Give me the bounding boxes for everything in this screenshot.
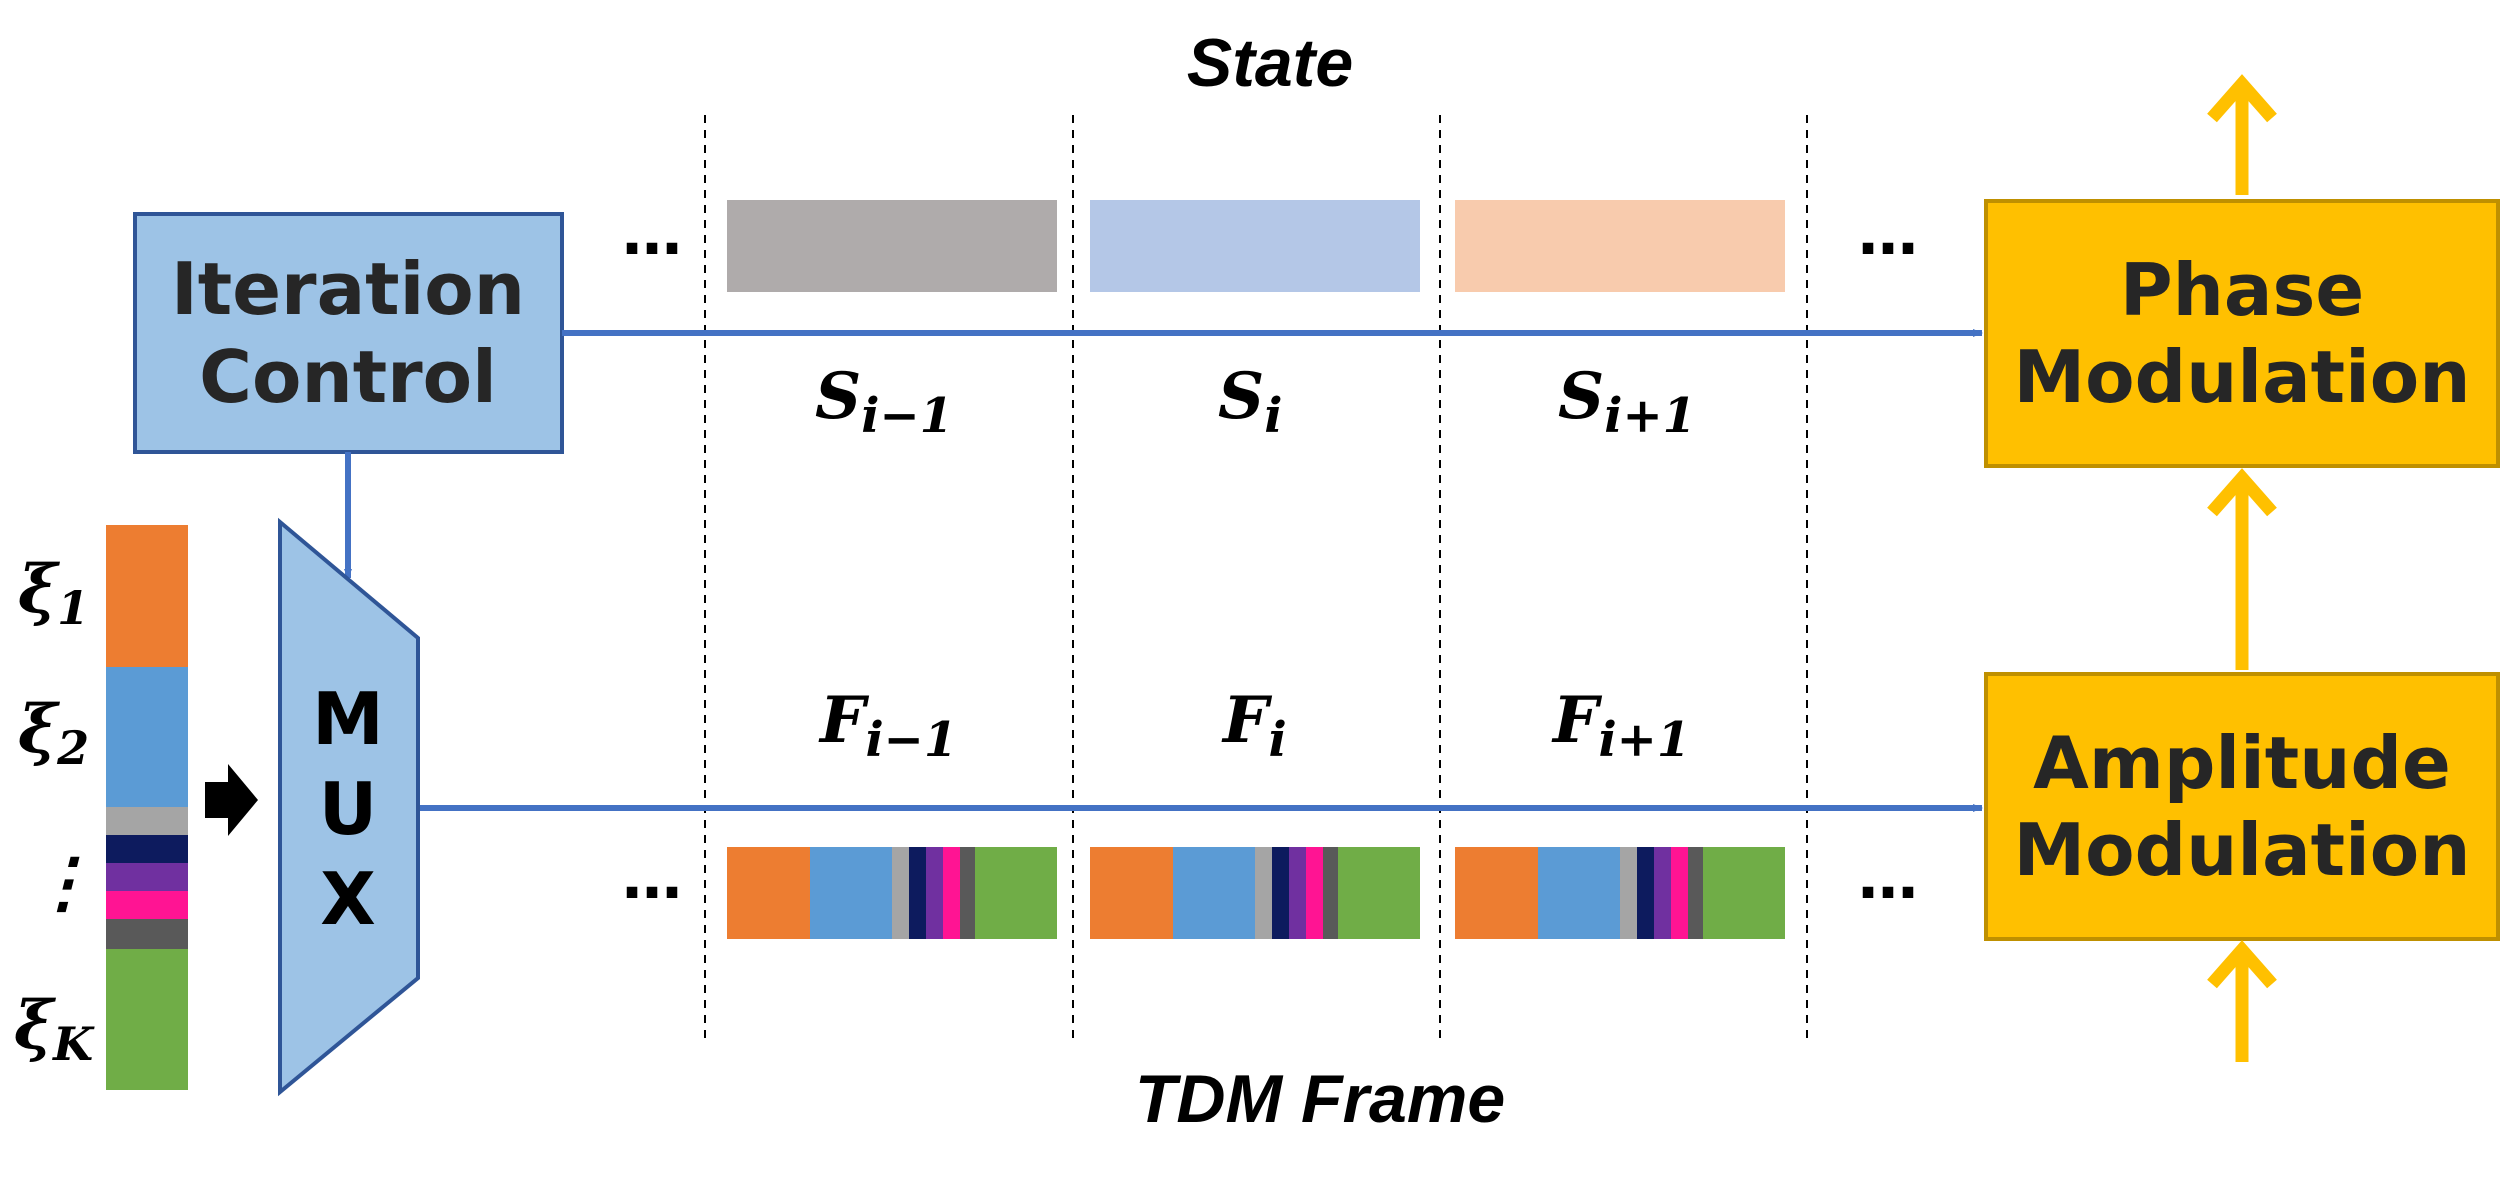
input-segment bbox=[106, 919, 188, 949]
state-labels: Si−1 Si Si+1 bbox=[815, 359, 1696, 444]
iteration-control-block: Iteration Control bbox=[133, 212, 564, 454]
state-bar bbox=[727, 200, 1057, 292]
input-arrow-icon bbox=[205, 764, 258, 836]
ellipsis-state-left: … bbox=[622, 199, 682, 269]
frame-label-current: Fi bbox=[1221, 683, 1287, 768]
iteration-control-box bbox=[133, 212, 564, 454]
phase-modulation-box bbox=[1984, 199, 2500, 468]
state-label-current: Si bbox=[1218, 359, 1282, 444]
mux-letter-x: X bbox=[320, 857, 376, 941]
iteration-control-label-2: Control bbox=[199, 335, 497, 419]
input-labels: ξ1 ξ2 ⋮ ξK bbox=[14, 550, 96, 1071]
input-segment bbox=[106, 863, 188, 891]
mux-block: M U X bbox=[278, 517, 420, 1097]
iteration-control-label-1: Iteration bbox=[171, 247, 525, 331]
frame-bar bbox=[1090, 847, 1420, 939]
phase-modulation-block: Phase Modulation bbox=[1984, 199, 2500, 468]
frame-bar bbox=[727, 847, 1057, 939]
frame-label-prev: Fi−1 bbox=[818, 683, 957, 768]
input-segment bbox=[106, 949, 188, 1090]
amplitude-modulation-label-1: Amplitude bbox=[2033, 721, 2451, 805]
state-label-prev: Si−1 bbox=[815, 359, 953, 444]
phase-modulation-label-2: Modulation bbox=[2014, 335, 2471, 419]
mux-letter-u: U bbox=[319, 767, 377, 851]
input-label-2: ξ2 bbox=[18, 690, 89, 775]
state-bar bbox=[1455, 200, 1785, 292]
ellipses: … … … … bbox=[622, 199, 1918, 913]
input-segment bbox=[106, 835, 188, 863]
input-label-1: ξ1 bbox=[18, 550, 89, 635]
phase-modulation-label-1: Phase bbox=[2120, 248, 2364, 332]
arrow-up-icon bbox=[2207, 74, 2277, 195]
input-label-k: ξK bbox=[14, 986, 95, 1071]
input-stack bbox=[106, 525, 188, 1090]
ellipsis-frame-right: … bbox=[1858, 843, 1918, 913]
slot-dividers bbox=[704, 115, 1808, 1045]
state-label-next: Si+1 bbox=[1558, 359, 1696, 444]
ellipsis-state-right: … bbox=[1858, 199, 1918, 269]
arrow-up-icon bbox=[2207, 940, 2277, 1062]
input-segment bbox=[106, 667, 188, 807]
frame-bar bbox=[1455, 847, 1785, 939]
amplitude-modulation-label-2: Modulation bbox=[2014, 808, 2471, 892]
tdm-frame-title: TDM Frame bbox=[1135, 1061, 1505, 1137]
input-segment bbox=[106, 525, 188, 667]
input-segment bbox=[106, 891, 188, 919]
amplitude-modulation-box bbox=[1984, 672, 2500, 941]
amplitude-modulation-block: Amplitude Modulation bbox=[1984, 672, 2500, 941]
arrow-up-icon bbox=[2207, 468, 2277, 670]
blue-arrows bbox=[344, 329, 1983, 812]
mux-shape bbox=[278, 517, 420, 1097]
input-segment bbox=[106, 807, 188, 835]
frame-label-next: Fi+1 bbox=[1551, 683, 1690, 768]
input-label-dots: ⋮ bbox=[30, 843, 96, 921]
ellipsis-frame-left: … bbox=[622, 843, 682, 913]
yellow-arrows bbox=[2207, 74, 2277, 1062]
frame-bars bbox=[727, 847, 1785, 939]
state-bars bbox=[727, 200, 1785, 292]
state-title: State bbox=[1187, 25, 1353, 101]
mux-letter-m: M bbox=[312, 677, 384, 761]
frame-labels: Fi−1 Fi Fi+1 bbox=[818, 683, 1690, 768]
state-bar bbox=[1090, 200, 1420, 292]
